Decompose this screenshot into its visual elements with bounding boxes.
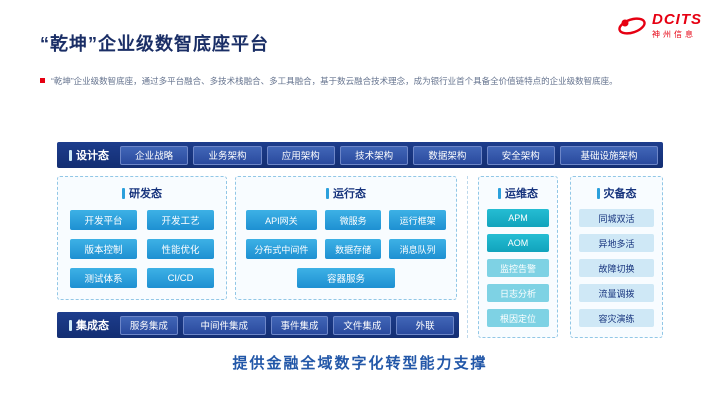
page-title: “乾坤”企业级数智底座平台 (40, 34, 269, 54)
runtime-item: 数据存储 (324, 239, 382, 259)
dr-item: 异地多活 (579, 234, 654, 252)
dev-item: 性能优化 (147, 239, 214, 259)
ops-item: 日志分析 (487, 284, 549, 302)
design-state-label: 设计态 (62, 147, 116, 163)
ops-item: 根因定位 (487, 309, 549, 327)
dr-items: 同城双活 异地多活 故障切换 流量调拨 容灾演练 (571, 201, 662, 327)
bar-tick-icon (69, 149, 72, 161)
footer-statement: 提供金融全域数字化转型能力支撑 (232, 355, 488, 372)
bar-tick-icon (69, 319, 72, 331)
dev-items: 开发平台 开发工艺 版本控制 性能优化 测试体系 CI/CD (58, 201, 226, 288)
ops-state-panel: 运维态 APM AOM 监控告警 日志分析 根因定位 (478, 176, 558, 338)
runtime-wide-row: 容器服务 (236, 268, 456, 288)
dr-state-panel: 灾备态 同城双活 异地多活 故障切换 流量调拨 容灾演练 (570, 176, 663, 338)
design-items: 企业战略 业务架构 应用架构 技术架构 数据架构 安全架构 基础设施架构 (120, 145, 659, 165)
dr-state-header: 灾备态 (571, 185, 662, 201)
ops-state-title: 运维态 (505, 188, 538, 200)
design-item: 业务架构 (193, 145, 262, 165)
integration-items: 服务集成 中间件集成 事件集成 文件集成 外联 (120, 315, 454, 335)
bullet-square-icon (40, 78, 45, 83)
integration-state-bar: 集成态 服务集成 中间件集成 事件集成 文件集成 外联 (57, 312, 459, 338)
dev-item: CI/CD (147, 268, 214, 288)
integration-state-label: 集成态 (62, 317, 116, 333)
runtime-item: API网关 (246, 210, 317, 230)
dcits-swoosh-icon (618, 17, 646, 35)
design-item: 应用架构 (266, 145, 335, 165)
dev-state-panel: 研发态 开发平台 开发工艺 版本控制 性能优化 测试体系 CI/CD (57, 176, 227, 300)
logo-text: DCITS 神州信息 (652, 12, 702, 40)
integration-item: 服务集成 (120, 315, 178, 335)
design-item: 数据架构 (413, 145, 482, 165)
logo-brand: DCITS (652, 11, 702, 28)
ops-item: APM (487, 209, 549, 227)
dr-item: 流量调拨 (579, 284, 654, 302)
integration-item: 中间件集成 (182, 315, 266, 335)
logo: DCITS 神州信息 (617, 12, 702, 40)
integration-state-title: 集成态 (76, 320, 109, 332)
subtitle-text: “乾坤”企业级数智底座，通过多平台融合、多技术栈融合、多工具融合，基于数云融合技… (51, 76, 618, 86)
integration-item: 文件集成 (333, 315, 392, 335)
runtime-state-header: 运行态 (236, 185, 456, 201)
ops-item: AOM (487, 234, 549, 252)
dev-state-title: 研发态 (129, 188, 162, 200)
dr-item: 故障切换 (579, 259, 654, 277)
dev-item: 版本控制 (70, 239, 137, 259)
design-item: 技术架构 (339, 145, 409, 165)
dr-state-title: 灾备态 (603, 188, 637, 200)
design-item: 基础设施架构 (559, 145, 659, 165)
dev-item: 开发平台 (70, 210, 137, 230)
runtime-state-panel: 运行态 API网关 微服务 运行框架 分布式中间件 数据存储 消息队列 容器服务 (235, 176, 457, 300)
vertical-dashed-divider (467, 176, 468, 338)
dr-item: 容灾演练 (579, 309, 654, 327)
dev-item: 测试体系 (70, 268, 137, 288)
design-state-title: 设计态 (76, 150, 109, 162)
runtime-item: 微服务 (324, 210, 382, 230)
logo-company: 神州信息 (652, 30, 696, 39)
panel-tick-icon (498, 187, 501, 199)
panel-tick-icon (326, 187, 329, 199)
integration-item: 事件集成 (270, 315, 329, 335)
ops-item: 监控告警 (487, 259, 549, 277)
ops-state-header: 运维态 (479, 185, 557, 201)
design-item: 安全架构 (486, 145, 555, 165)
runtime-item-container-service: 容器服务 (297, 268, 395, 288)
panel-tick-icon (596, 187, 600, 199)
ops-items: APM AOM 监控告警 日志分析 根因定位 (479, 201, 557, 327)
dev-item: 开发工艺 (147, 210, 214, 230)
dev-state-header: 研发态 (58, 185, 226, 201)
design-state-bar: 设计态 企业战略 业务架构 应用架构 技术架构 数据架构 安全架构 基础设施架构 (57, 142, 663, 168)
design-item: 企业战略 (120, 145, 189, 165)
runtime-item: 运行框架 (389, 210, 446, 230)
panel-tick-icon (122, 187, 125, 199)
integration-item: 外联 (396, 315, 454, 335)
runtime-items: API网关 微服务 运行框架 分布式中间件 数据存储 消息队列 (236, 201, 456, 259)
dr-item: 同城双活 (579, 209, 654, 227)
subtitle: “乾坤”企业级数智底座，通过多平台融合、多技术栈融合、多工具融合，基于数云融合技… (40, 76, 670, 87)
runtime-item: 分布式中间件 (246, 239, 317, 259)
runtime-state-title: 运行态 (333, 188, 366, 200)
runtime-item: 消息队列 (389, 239, 446, 259)
